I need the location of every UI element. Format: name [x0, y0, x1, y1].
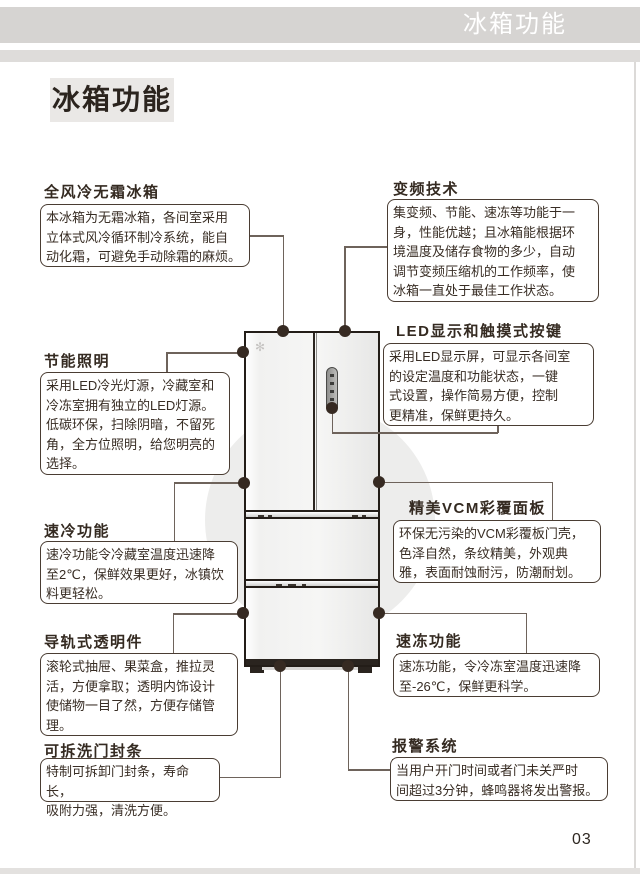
callout-dot	[237, 346, 249, 358]
callout-dot	[326, 402, 338, 414]
callout-line-alarm	[347, 666, 349, 770]
feature-lighting-body: 采用LED冷光灯源，冷藏室和 冷冻室拥有独立的LED灯源。 低碳环保，扫除阴暗，…	[40, 372, 230, 475]
fridge-base-recess	[262, 667, 358, 670]
feature-led-display-title: LED显示和触摸式按键	[396, 320, 563, 345]
fridge-bottom-drawer	[246, 589, 378, 659]
callout-line-vcm	[379, 481, 553, 483]
callout-dot	[373, 607, 385, 619]
callout-dot	[339, 325, 351, 337]
fridge-foot-left	[250, 667, 264, 673]
feature-vcm-panel-title: 精美VCM彩覆面板	[409, 497, 546, 522]
callout-line-led	[331, 408, 333, 433]
callout-line-inverter	[344, 246, 387, 248]
fridge-illustration: ✻	[244, 331, 380, 667]
header-sub-band	[0, 50, 640, 62]
feature-quick-freeze-body: 速冻功能，令冷冻室温度迅速降 至-26℃，保鲜更科学。	[393, 653, 600, 697]
page-title: 冰箱功能	[50, 78, 174, 122]
feature-frost-free-title: 全风冷无霜冰箱	[44, 181, 160, 206]
feature-drawers-body: 滚轮式抽屉、果菜盒，推拉灵 活，方便拿取；透明内饰设计 使储物一目了然，方便存储…	[40, 653, 238, 736]
callout-dot	[373, 476, 385, 488]
callout-dot	[277, 325, 289, 337]
fridge-foot-right	[358, 667, 372, 673]
fridge-base	[246, 659, 378, 665]
callout-line-led	[332, 432, 498, 434]
callout-line-quick-freeze	[525, 612, 527, 654]
callout-line-alarm	[347, 769, 391, 771]
feature-door-seal-body: 特制可拆卸门封条，寿命长， 吸附力强，清洗方便。	[40, 758, 220, 818]
callout-line-door-seal	[219, 776, 280, 778]
feature-frost-free-body: 本冰箱为无霜冰箱，各间室采用 立体式风冷循环制冷系统，能自 动化霜，可避免手动除…	[40, 204, 250, 267]
page-edge-shading	[634, 62, 636, 868]
fridge-door-divider-highlight	[316, 333, 317, 510]
feature-inverter-body: 集变频、节能、速冻等功能于一 身，性能优越；且冰箱能根据环 境温度及储存食物的多…	[387, 199, 599, 302]
fridge-trim-upper	[246, 510, 378, 519]
callout-line-drawers	[172, 613, 174, 653]
fridge-middle-drawer	[246, 519, 378, 579]
header-band: 冰箱功能	[0, 7, 640, 43]
callout-line-quick-freeze	[379, 612, 527, 614]
feature-alarm-body: 当用户开门时间或者门未关严时 间超过3分钟，蜂鸣器将发出警报。	[390, 757, 608, 801]
callout-line-lighting	[166, 352, 168, 372]
callout-line-frost-free	[282, 235, 284, 331]
callout-line-drawers	[172, 613, 244, 615]
fridge-trim-lower	[246, 579, 378, 588]
footer-band	[0, 868, 640, 874]
callout-dot	[342, 660, 354, 672]
feature-vcm-panel-body: 环保无污染的VCM彩覆板门壳， 色泽自然，条纹精美，外观典 雅，表面耐蚀耐污，防…	[393, 520, 601, 583]
callout-line-door-seal	[279, 666, 281, 778]
feature-quick-freeze-title: 速冻功能	[396, 630, 463, 655]
feature-led-display-body: 采用LED显示屏，可显示各间室 的设定温度和功能状态，一键 式设置，操作简易方便…	[383, 343, 594, 426]
callout-line-vcm	[551, 481, 553, 521]
callout-line-quick-cool	[173, 482, 175, 541]
feature-quick-cool-body: 速冷功能令冷藏室温度迅速降 至2℃，保鲜效果更好，冰镇饮 料更轻松。	[40, 541, 238, 604]
callout-dot	[238, 477, 250, 489]
callout-line-inverter	[344, 246, 346, 331]
callout-dot	[237, 607, 249, 619]
callout-line-lighting	[166, 352, 243, 354]
callout-line-frost-free	[249, 235, 284, 237]
fridge-door-divider	[313, 333, 315, 510]
header-title: 冰箱功能	[463, 11, 567, 38]
page-number: 03	[572, 831, 592, 848]
snowflake-logo-icon: ✻	[255, 340, 266, 354]
callout-line-quick-cool	[173, 482, 245, 484]
callout-dot	[274, 660, 286, 672]
